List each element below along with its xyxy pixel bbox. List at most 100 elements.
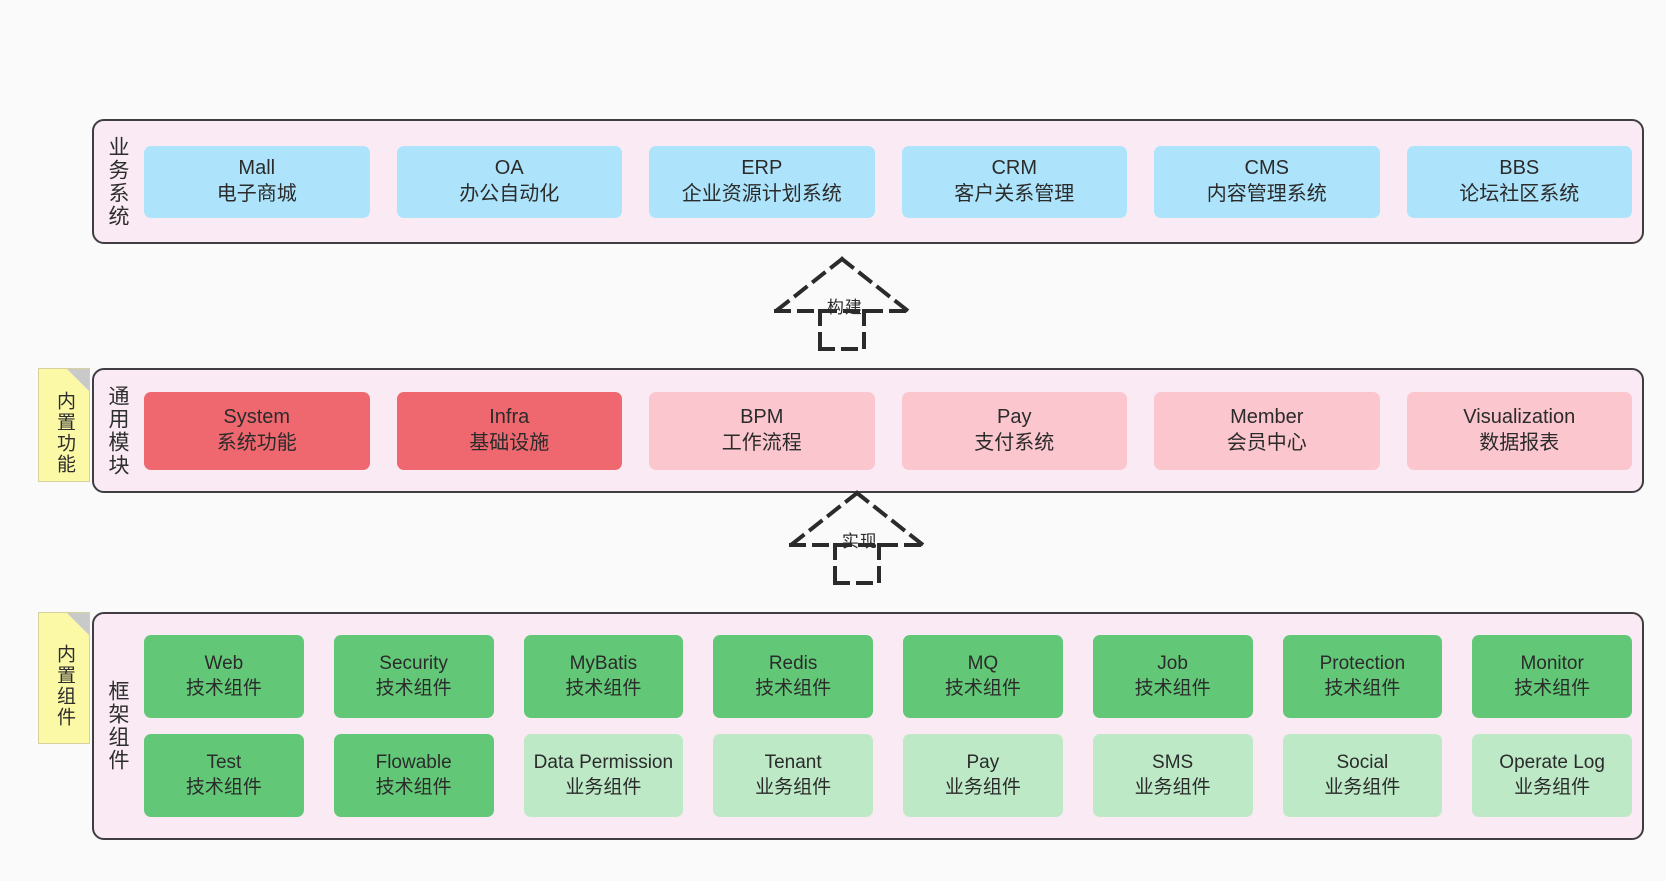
node-oa-en: OA: [494, 156, 524, 179]
connector-implement: 实现: [777, 489, 937, 587]
connector-build-label: 构建: [826, 298, 863, 317]
node-infra[interactable]: Infra 基础设施: [396, 391, 622, 470]
node-job-cn: 技术组件: [1134, 677, 1211, 699]
node-sms-cn: 业务组件: [1134, 776, 1211, 798]
node-social[interactable]: Social 业务组件: [1282, 734, 1443, 817]
node-member-cn: 会员中心: [1226, 431, 1307, 454]
node-mybatis-cn: 技术组件: [565, 677, 642, 699]
node-cms[interactable]: CMS 内容管理系统: [1154, 145, 1380, 218]
layer-body-modules: System 系统功能 Infra 基础设施 BPM 工作流程 Pay 支付系统…: [140, 370, 1642, 491]
node-job[interactable]: Job 技术组件: [1092, 635, 1253, 718]
node-member-en: Member: [1230, 405, 1304, 428]
node-erp[interactable]: ERP 企业资源计划系统: [649, 145, 875, 218]
node-protection-cn: 技术组件: [1324, 677, 1401, 699]
node-monitor-en: Monitor: [1520, 653, 1584, 675]
node-tenant-en: Tenant: [764, 752, 822, 774]
node-bbs-cn: 论坛社区系统: [1459, 182, 1580, 205]
node-data-permission-en: Data Permission: [533, 752, 674, 774]
node-flowable-en: Flowable: [375, 752, 452, 774]
layer-common-modules: 通用模块 System 系统功能 Infra 基础设施 BPM 工作流程 Pay…: [92, 368, 1644, 493]
node-infra-cn: 基础设施: [469, 431, 550, 454]
node-security[interactable]: Security 技术组件: [333, 635, 494, 718]
node-test[interactable]: Test 技术组件: [144, 734, 304, 817]
node-protection[interactable]: Protection 技术组件: [1282, 635, 1443, 718]
node-erp-en: ERP: [741, 156, 783, 179]
node-member[interactable]: Member 会员中心: [1154, 391, 1380, 470]
row-common-modules: System 系统功能 Infra 基础设施 BPM 工作流程 Pay 支付系统…: [144, 391, 1632, 470]
node-bpm[interactable]: BPM 工作流程: [649, 391, 875, 470]
node-web-en: Web: [204, 653, 244, 675]
layer-business-systems: 业务系统 Mall 电子商城 OA 办公自动化 ERP 企业资源计划系统 CRM…: [92, 119, 1644, 244]
row-business-components: Test 技术组件 Flowable 技术组件 Data Permission …: [144, 734, 1632, 817]
node-tenant-cn: 业务组件: [755, 776, 832, 798]
node-social-cn: 业务组件: [1324, 776, 1401, 798]
node-system[interactable]: System 系统功能: [144, 391, 370, 470]
node-mq[interactable]: MQ 技术组件: [903, 635, 1063, 718]
node-bpm-cn: 工作流程: [721, 431, 802, 454]
layer-framework-components: 框架组件 Web 技术组件 Security 技术组件 MyBatis 技术组件…: [92, 612, 1644, 840]
node-pay-module-en: Pay: [997, 405, 1032, 428]
node-pay-component-en: Pay: [966, 752, 1000, 774]
row-business-systems: Mall 电子商城 OA 办公自动化 ERP 企业资源计划系统 CRM 客户关系…: [144, 145, 1632, 218]
node-protection-en: Protection: [1319, 653, 1406, 675]
node-job-en: Job: [1157, 653, 1188, 675]
node-pay-component[interactable]: Pay 业务组件: [903, 734, 1063, 817]
node-operate-log-cn: 业务组件: [1514, 776, 1591, 798]
layer-body-business: Mall 电子商城 OA 办公自动化 ERP 企业资源计划系统 CRM 客户关系…: [140, 121, 1642, 242]
node-visualization[interactable]: Visualization 数据报表: [1406, 391, 1632, 470]
node-sms[interactable]: SMS 业务组件: [1092, 734, 1253, 817]
node-oa[interactable]: OA 办公自动化: [396, 145, 622, 218]
layer-title-business: 业务系统: [106, 135, 130, 228]
node-tenant[interactable]: Tenant 业务组件: [713, 734, 873, 817]
node-system-en: System: [223, 405, 291, 428]
node-crm-en: CRM: [991, 156, 1038, 179]
node-mall[interactable]: Mall 电子商城: [144, 145, 370, 218]
node-security-cn: 技术组件: [375, 677, 452, 699]
node-visualization-cn: 数据报表: [1479, 431, 1560, 454]
node-flowable-cn: 技术组件: [375, 776, 452, 798]
node-social-en: Social: [1336, 752, 1389, 774]
node-oa-cn: 办公自动化: [459, 182, 560, 205]
sticky-note-builtin-components: 内置组件: [38, 612, 90, 744]
node-mall-en: Mall: [238, 156, 276, 179]
node-monitor-cn: 技术组件: [1514, 677, 1591, 699]
node-infra-en: Infra: [489, 405, 530, 428]
layer-title-modules: 通用模块: [106, 384, 130, 477]
node-redis-en: Redis: [768, 653, 818, 675]
node-operate-log[interactable]: Operate Log 业务组件: [1472, 734, 1632, 817]
node-data-permission[interactable]: Data Permission 业务组件: [523, 734, 684, 817]
node-mybatis[interactable]: MyBatis 技术组件: [523, 635, 684, 718]
node-mybatis-en: MyBatis: [569, 653, 638, 675]
connector-build: 构建: [762, 255, 922, 353]
node-mall-cn: 电子商城: [216, 182, 297, 205]
node-bpm-en: BPM: [740, 405, 784, 428]
row-tech-components: Web 技术组件 Security 技术组件 MyBatis 技术组件 Redi…: [144, 635, 1632, 718]
node-bbs[interactable]: BBS 论坛社区系统: [1406, 145, 1632, 218]
node-sms-en: SMS: [1152, 752, 1194, 774]
layer-title-framework: 框架组件: [106, 680, 130, 772]
node-test-en: Test: [206, 752, 242, 774]
node-mq-cn: 技术组件: [944, 677, 1021, 699]
node-cms-en: CMS: [1244, 156, 1289, 179]
layer-body-framework: Web 技术组件 Security 技术组件 MyBatis 技术组件 Redi…: [140, 614, 1642, 838]
node-data-permission-cn: 业务组件: [565, 776, 642, 798]
node-mq-en: MQ: [967, 653, 999, 675]
node-redis[interactable]: Redis 技术组件: [713, 635, 873, 718]
node-redis-cn: 技术组件: [755, 677, 832, 699]
node-flowable[interactable]: Flowable 技术组件: [333, 734, 494, 817]
node-cms-cn: 内容管理系统: [1206, 182, 1327, 205]
node-operate-log-en: Operate Log: [1499, 752, 1605, 774]
node-web-cn: 技术组件: [185, 677, 262, 699]
node-visualization-en: Visualization: [1463, 405, 1576, 428]
node-pay-component-cn: 业务组件: [944, 776, 1021, 798]
node-erp-cn: 企业资源计划系统: [681, 182, 842, 205]
node-monitor[interactable]: Monitor 技术组件: [1472, 635, 1632, 718]
node-test-cn: 技术组件: [185, 776, 262, 798]
node-web[interactable]: Web 技术组件: [144, 635, 304, 718]
node-pay-module[interactable]: Pay 支付系统: [901, 391, 1127, 470]
node-system-cn: 系统功能: [216, 431, 297, 454]
node-crm-cn: 客户关系管理: [954, 182, 1075, 205]
node-crm[interactable]: CRM 客户关系管理: [901, 145, 1127, 218]
connector-implement-label: 实现: [841, 532, 878, 551]
